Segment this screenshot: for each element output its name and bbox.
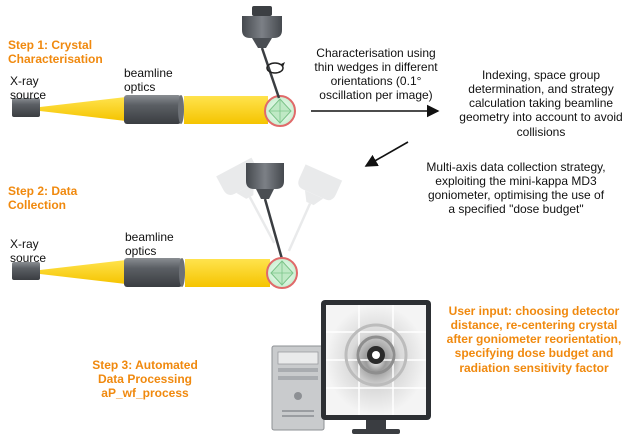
xray-beam-icon — [184, 96, 268, 124]
optics-label-1: beamline optics — [124, 66, 173, 94]
user-input-line2: distance, re-centering crystal — [450, 318, 618, 333]
step3-title-line3: aP_wf_process — [101, 386, 189, 401]
goniometer-icon — [242, 6, 282, 99]
step3-setup — [271, 300, 431, 434]
multiaxis-note: Multi-axis data collection strategy, exp… — [396, 160, 636, 217]
optics-label-1-line1: beamline — [124, 66, 173, 80]
step3-title-line1: Step 3: Automated — [92, 358, 198, 372]
xray-source-label-1-line1: X-ray — [10, 74, 39, 88]
step1-title-line1: Step 1: Crystal — [8, 38, 93, 52]
xray-source-label-1-line2: source — [10, 88, 47, 103]
optics-label-2-line1: beamline — [125, 230, 174, 244]
multiaxis-line1: Multi-axis data collection strategy, — [426, 160, 606, 174]
goniometer-icon — [246, 163, 284, 260]
characterisation-line3: orientations (0.1° — [330, 74, 422, 89]
goniometer-ghost-right — [287, 164, 343, 252]
indexing-note: Indexing, space group determination, and… — [446, 68, 636, 139]
indexing-line4: geometry into account to avoid — [459, 110, 623, 125]
flow-arrow-2 — [364, 141, 409, 167]
xray-source-label-2-line2: source — [10, 251, 47, 266]
xray-beam-icon — [185, 259, 270, 287]
xray-source-icon — [12, 262, 40, 280]
multiaxis-line2: exploiting the mini-kappa MD3 — [435, 174, 597, 189]
multiaxis-line3: goniometer, optimising the use of — [427, 188, 605, 203]
crystal-icon — [264, 95, 296, 127]
user-input-line5: radiation sensitivity factor — [459, 360, 609, 375]
characterisation-note: Characterisation using thin wedges in di… — [306, 46, 446, 103]
beamline-optics-icon — [124, 95, 181, 124]
indexing-line5: collisions — [516, 124, 566, 139]
step2-setup — [12, 157, 343, 289]
step1-title: Step 1: Crystal Characterisation — [8, 38, 103, 66]
beamline-optics-icon — [124, 258, 182, 287]
xray-beam-icon — [40, 97, 126, 121]
xray-source-label-2: X-ray source — [10, 237, 46, 265]
computer-tower-icon — [271, 345, 325, 431]
user-input-note: User input: choosing detector distance, … — [432, 304, 636, 375]
step1-setup — [12, 6, 296, 127]
user-input-line1: User input: choosing detector — [448, 304, 620, 318]
xray-beam-icon — [40, 260, 126, 284]
characterisation-line4: oscillation per image) — [319, 88, 433, 103]
user-input-line4: specifying dose budget and — [454, 346, 614, 361]
indexing-line2: determination, and strategy — [468, 82, 614, 97]
multiaxis-line4: a specified "dose budget" — [448, 202, 584, 217]
diffraction-pattern-icon — [326, 305, 426, 415]
xray-source-label-1: X-ray source — [10, 74, 46, 102]
step1-title-line2: Characterisation — [8, 52, 103, 67]
optics-label-1-line2: optics — [124, 80, 156, 95]
characterisation-line2: thin wedges in different — [314, 60, 438, 75]
step3-title: Step 3: Automated Data Processing aP_wf_… — [60, 358, 230, 400]
step3-title-line2: Data Processing — [97, 372, 193, 387]
user-input-line3: after goniometer reorientation, — [446, 332, 622, 347]
step2-title-line2: Collection — [8, 198, 67, 213]
step2-title-line1: Step 2: Data — [8, 184, 78, 198]
optics-label-2-line2: optics — [125, 244, 157, 259]
indexing-line1: Indexing, space group — [481, 68, 601, 82]
monitor-icon — [321, 300, 431, 434]
optics-label-2: beamline optics — [125, 230, 174, 258]
indexing-line3: calculation taking beamline — [468, 96, 614, 111]
crystal-icon — [266, 257, 298, 289]
characterisation-line1: Characterisation using — [316, 46, 436, 60]
step2-title: Step 2: Data Collection — [8, 184, 77, 212]
rotation-arrow-icon — [266, 62, 285, 74]
xray-source-icon — [12, 98, 40, 117]
xray-source-label-2-line1: X-ray — [10, 237, 39, 251]
